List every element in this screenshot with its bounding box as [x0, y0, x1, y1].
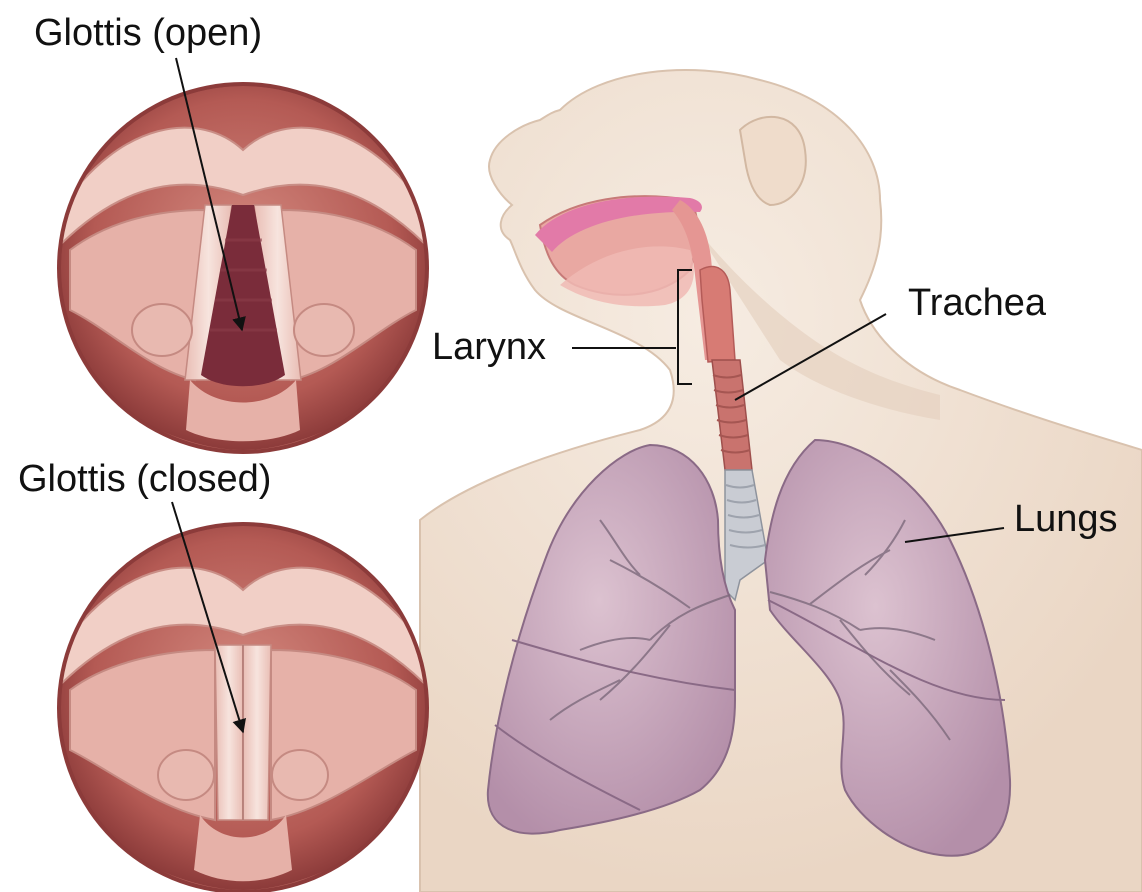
trachea-label: Trachea — [908, 282, 1046, 324]
left-lung — [486, 443, 736, 835]
glottis-open-pointer — [175, 57, 246, 332]
ear — [738, 116, 807, 207]
right-lung-fissure — [767, 599, 1006, 701]
leader-lines — [171, 57, 1005, 734]
lower-trachea-rings — [725, 484, 766, 549]
glottis-open-label: Glottis (open) — [34, 12, 263, 54]
glottis-closed-pointer — [171, 501, 246, 734]
left-lung-lower-fissure — [494, 724, 641, 811]
lungs-label: Lungs — [1014, 498, 1118, 540]
larynx-bracket — [677, 269, 692, 385]
glottis-closed-label: Glottis (closed) — [18, 458, 272, 500]
airway — [535, 195, 769, 602]
right-bronchial-tree — [769, 519, 951, 741]
tongue-base — [560, 246, 694, 307]
palate — [535, 196, 702, 252]
trachea-rings — [712, 374, 751, 454]
left-lung-fissure — [511, 639, 736, 691]
glottis-open-view — [57, 82, 429, 454]
lungs — [486, 438, 1012, 857]
right-lung — [763, 438, 1012, 857]
left-bronchial-tree — [549, 519, 731, 721]
trachea-pointer — [734, 313, 887, 401]
larynx-label: Larynx — [432, 326, 547, 368]
neck-shadow — [690, 220, 940, 420]
glottis-closed-view — [57, 522, 429, 892]
lungs-pointer — [904, 527, 1005, 543]
